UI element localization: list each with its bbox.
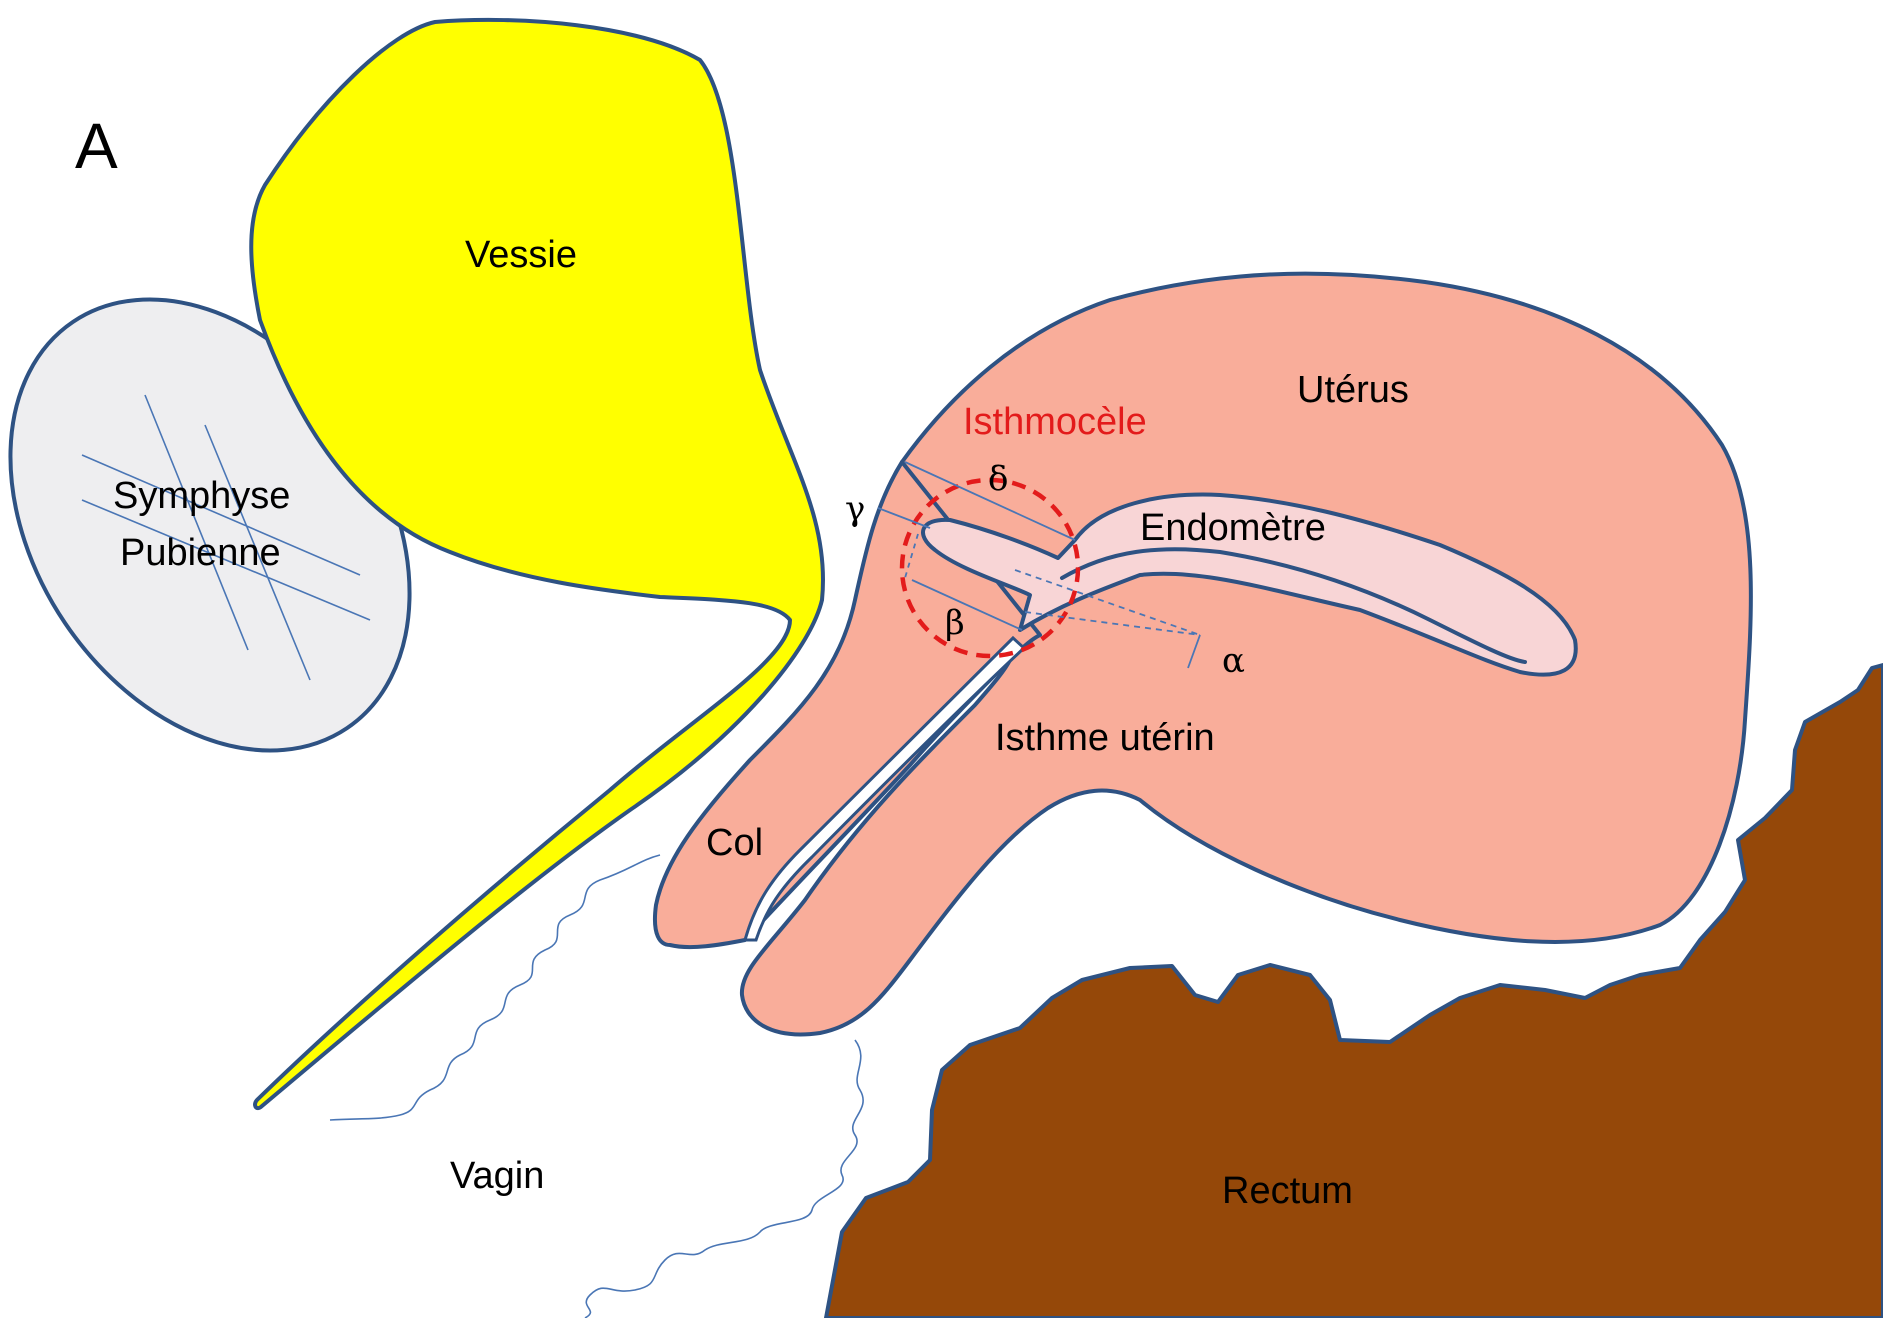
vagina-label: Vagin [450,1155,544,1197]
figure-label: A [75,110,118,182]
symphysis-label-line1: Symphyse [113,475,290,517]
isthmocele-label: Isthmocèle [963,401,1147,443]
measure-gamma-label: γ [845,489,865,529]
endometrium-label: Endomètre [1140,507,1326,549]
vagina-contour-lower [585,1040,863,1318]
bladder-label: Vessie [465,234,577,276]
symphysis-label-line2: Pubienne [120,532,281,574]
cervix-label: Col [706,822,763,864]
rectum-label: Rectum [1222,1170,1353,1212]
measure-beta-label: β [945,603,965,643]
isthmus-label: Isthme utérin [995,717,1215,759]
measure-delta-label: δ [988,459,1008,499]
measure-alpha-label: α [1222,641,1245,681]
uterus-label: Utérus [1297,369,1409,411]
